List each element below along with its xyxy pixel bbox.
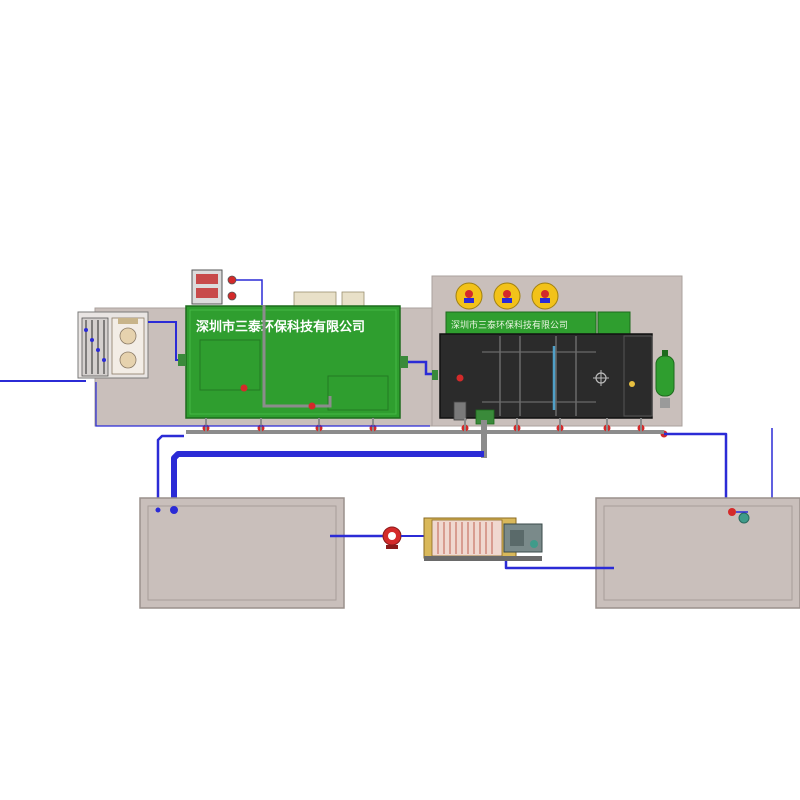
sludge-pump-icon [382,526,402,549]
chemical-drum-icon [531,282,559,310]
pipe-outlet [170,506,178,514]
pressure-vessel-icon [655,350,675,408]
right-sump-tank [595,497,800,609]
pretreatment-skid [77,311,149,379]
dosing-column [453,401,467,421]
valve-icon [456,374,464,382]
left-sump-tank [139,497,345,609]
underground-line [95,382,430,427]
green-treatment-tank: 深圳市三泰环保科技有限公司 [185,305,401,419]
agitator-icon [593,370,609,386]
company-label-secondary: 深圳市三泰环保科技有限公司 [451,319,568,331]
nozzle [432,370,438,380]
company-label-main: 深圳市三泰环保科技有限公司 [196,319,365,335]
valve-icon [308,402,316,410]
overflow-pipe [156,434,184,508]
valve-icon [240,384,248,392]
filter-press-icon [423,517,543,561]
transfer-pipe [408,360,436,376]
nozzle [178,354,186,366]
dosing-line [236,279,263,305]
dosing-pump-icon [191,269,237,305]
chemical-drum-icon [455,282,483,310]
pipe-outlet [155,507,161,513]
top-rail [597,311,631,335]
internal-gray-pipe [262,305,332,408]
control-box-2 [341,291,365,307]
nozzle [400,356,408,368]
filtrate-pipe [504,561,614,570]
valve-icon [728,508,750,524]
sludge-pipe-outer [171,451,484,508]
chemical-drum-icon [493,282,521,310]
black-treatment-tank [439,333,653,419]
control-box-1 [293,291,337,307]
